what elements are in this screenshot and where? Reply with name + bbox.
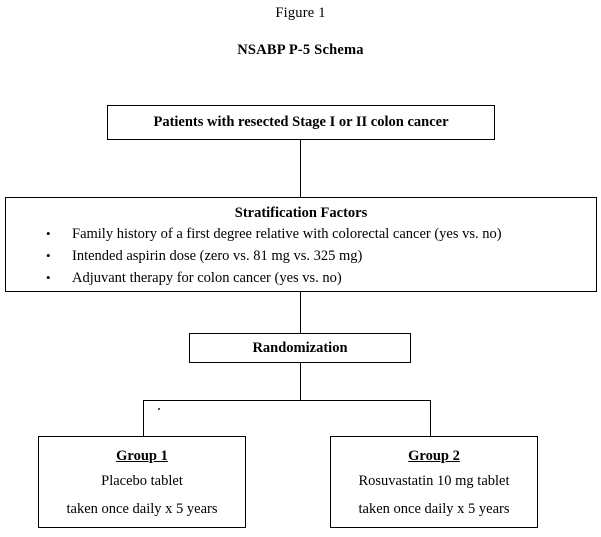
figure-title: NSABP P-5 Schema [237, 42, 364, 58]
node-patients-label: Patients with resected Stage I or II col… [153, 114, 449, 130]
connector-branch-to-group2 [430, 400, 432, 437]
bullet-icon: • [46, 248, 51, 263]
node-randomization-label: Randomization [252, 339, 348, 356]
list-item-label: Adjuvant therapy for colon cancer (yes v… [72, 270, 342, 286]
list-item-label: Family history of a first degree relativ… [72, 226, 502, 242]
group2-title: Group 2 [408, 448, 460, 464]
connector-patients-to-stratification [300, 140, 302, 198]
connector-randomization-stem [300, 363, 302, 401]
node-randomization-box: Randomization [189, 333, 411, 363]
group2-line-2: taken once daily x 5 years [358, 501, 510, 517]
figure-label: Figure 1 [275, 5, 326, 21]
stratification-heading: Stratification Factors [234, 205, 368, 221]
group1-line-1: Placebo tablet [101, 473, 183, 489]
bullet-icon: • [46, 226, 51, 241]
connector-branch-horizontal [143, 400, 431, 402]
connector-branch-to-group1 [143, 400, 145, 437]
node-stratification-box: Stratification Factors • Family history … [5, 197, 597, 292]
node-patients-box: Patients with resected Stage I or II col… [107, 105, 495, 140]
stratification-factor-list: • Family history of a first degree relat… [6, 223, 596, 289]
list-item: • Family history of a first degree relat… [46, 223, 596, 245]
connector-stratification-to-randomization [300, 292, 302, 334]
group1-line-2: taken once daily x 5 years [66, 501, 218, 517]
group2-line-1: Rosuvastatin 10 mg tablet [358, 473, 510, 489]
list-item-label: Intended aspirin dose (zero vs. 81 mg vs… [72, 248, 363, 264]
node-group1-box: Group 1 Placebo tablet taken once daily … [38, 436, 246, 528]
list-item: • Intended aspirin dose (zero vs. 81 mg … [46, 245, 596, 267]
bullet-icon: • [46, 270, 51, 285]
scan-artifact-speck [158, 408, 160, 410]
group1-title: Group 1 [116, 448, 168, 464]
list-item: • Adjuvant therapy for colon cancer (yes… [46, 267, 596, 289]
node-group2-box: Group 2 Rosuvastatin 10 mg tablet taken … [330, 436, 538, 528]
